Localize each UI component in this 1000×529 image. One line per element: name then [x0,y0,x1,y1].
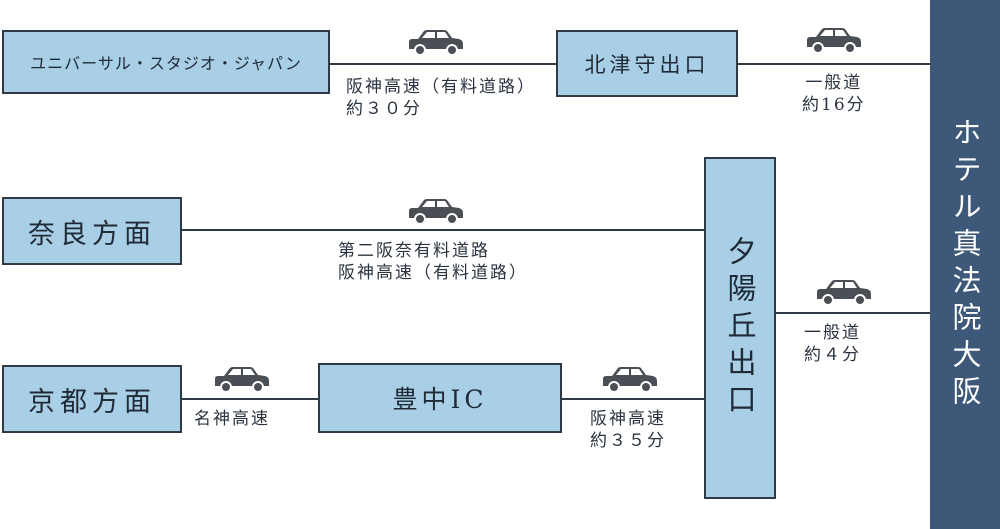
usj-label: ユニバーサル・スタジオ・ジャパン [30,54,302,73]
car-icon [603,367,657,393]
hotel-box: ホテル真法院大阪 [930,0,1000,529]
route-kitatsumori-hotel-time: 約16分 [802,95,866,115]
toyonaka-ic-box: 豊中IC [318,363,562,433]
kyoto-label: 京都方面 [28,386,156,418]
route-label-kyoto-toyonaka: 名神高速 [194,408,270,430]
car-icon [409,199,463,225]
route-line-nara-yuhigaoka [180,229,704,231]
car-icon [215,367,269,393]
car-icon [409,30,463,56]
route-label-kitatsumori-hotel: 一般道 約16分 [802,72,866,116]
route-kitatsumori-hotel-road: 一般道 [805,73,863,93]
hotel-label: ホテル真法院大阪 [948,116,982,413]
car-icon [807,28,861,54]
car-icon [817,280,871,306]
route-label-usj-kitatsumori: 阪神高速（有料道路） 約３０分 [346,76,536,120]
usj-box: ユニバーサル・スタジオ・ジャパン [2,30,330,94]
route-toyonaka-yuhigaoka-road: 阪神高速 [590,409,666,429]
yuhigaoka-exit-box: 夕陽丘出口 [704,157,776,499]
route-toyonaka-yuhigaoka-time: 約３５分 [590,431,666,451]
kitatsumori-exit-label: 北津守出口 [584,52,710,77]
route-line-usj-kitatsumori [330,63,558,65]
route-line-kyoto-toyonaka [180,398,320,400]
route-label-nara-yuhigaoka: 第二阪奈有料道路 阪神高速（有料道路） [338,240,528,284]
nara-label: 奈良方面 [28,218,156,250]
route-yuhigaoka-hotel-road: 一般道 [804,323,861,343]
route-usj-kitatsumori-time: 約３０分 [346,99,422,119]
route-label-toyonaka-yuhigaoka: 阪神高速 約３５分 [590,408,666,452]
route-line-toyonaka-yuhigaoka [560,398,704,400]
route-kyoto-toyonaka-road: 名神高速 [194,409,270,429]
route-nara-yuhigaoka-road1: 第二阪奈有料道路 [338,241,490,261]
route-line-yuhigaoka-hotel [774,312,930,314]
route-nara-yuhigaoka-road2: 阪神高速（有料道路） [338,263,528,283]
route-yuhigaoka-hotel-time: 約４分 [804,345,861,365]
nara-box: 奈良方面 [2,197,182,265]
yuhigaoka-exit-label: 夕陽丘出口 [723,235,757,421]
route-line-kitatsumori-hotel [738,63,930,65]
toyonaka-ic-label: 豊中IC [392,385,488,414]
kyoto-box: 京都方面 [2,365,182,433]
route-label-yuhigaoka-hotel: 一般道 約４分 [804,322,861,366]
kitatsumori-exit-box: 北津守出口 [556,30,738,97]
route-usj-kitatsumori-road: 阪神高速（有料道路） [346,77,536,97]
